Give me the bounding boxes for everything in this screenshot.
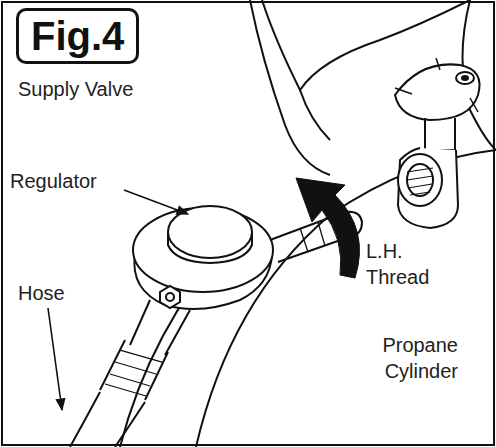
part-label: Regulator [8,168,99,194]
part-label: Propane Cylinder [346,332,460,384]
figure-title: Fig.4 [31,14,124,58]
figure-title-box: Fig.4 [16,8,139,64]
part-label: Hose [16,280,67,306]
part-label: L.H. Thread [364,238,448,290]
part-label: Supply Valve [16,76,135,102]
